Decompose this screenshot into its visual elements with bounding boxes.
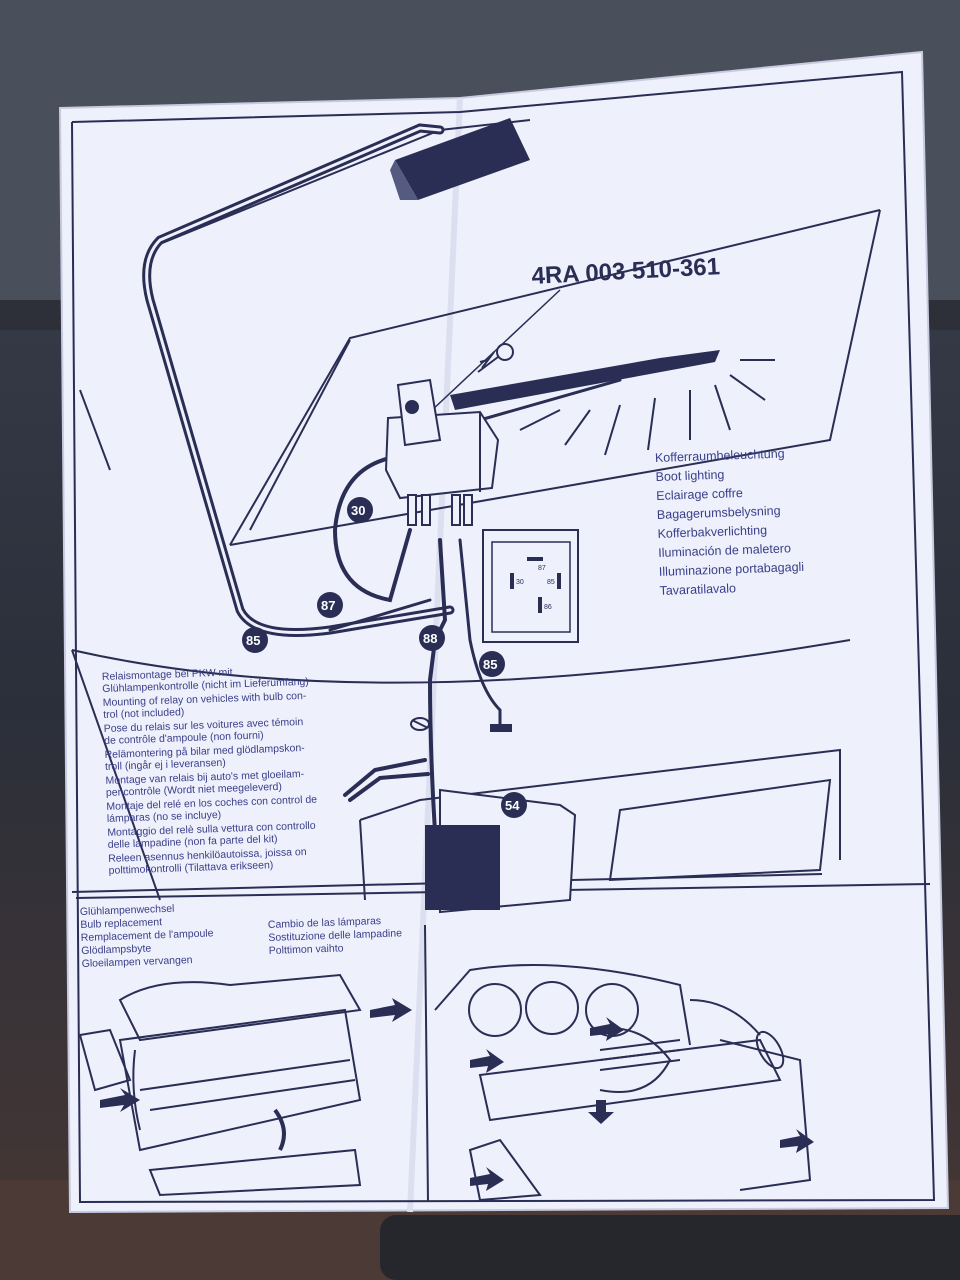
connection-block: 54 (425, 788, 577, 914)
relay-pin-85: 85 (547, 579, 555, 586)
terminal-87-label: 87 (321, 598, 335, 613)
background-handle (380, 1215, 960, 1280)
relay-note-line: polttimokontrolli (Tilattava erikseen) (108, 859, 273, 877)
boot-lighting-label-fi: Tavaratilavalo (659, 581, 736, 598)
boot-lighting-label-fr: Eclairage coffre (656, 486, 743, 503)
top-lamp-housing (390, 118, 530, 200)
relay-pin-86: 86 (544, 604, 552, 611)
terminal-30-marker: 30 (347, 497, 373, 523)
arrows-right (470, 1017, 814, 1191)
relay-pin-diagram: 30 87 85 86 (482, 529, 579, 643)
bulb-replacement-label-en: Bulb replacement (80, 916, 162, 931)
part-leader-line (429, 289, 561, 413)
bulb-replacement-label-es: Cambio de las lámparas (268, 915, 382, 931)
cable-harness (142, 123, 622, 902)
right-connector (490, 724, 512, 732)
bulb-replacement-label-de: Glühlampenwechsel (80, 903, 175, 918)
bulb-replacement-label-fr: Remplacement de l'ampoule (81, 927, 214, 944)
bulb-replacement-diagram-right (434, 964, 812, 1202)
bulb-replacement-diagram-left (78, 973, 362, 1197)
crimp-terminal-icon (410, 717, 430, 731)
relay-note-line: lámparas (no se incluye) (107, 809, 222, 825)
terminal-85-right-label: 85 (483, 657, 497, 672)
bulb-replacement-label-it: Sostituzione delle lampadine (268, 927, 402, 944)
terminal-30-label: 30 (351, 503, 365, 518)
boot-lighting-label-sv: Bagagerumsbelysning (657, 504, 781, 522)
bulb-replacement-label-nl: Gloeilampen vervangen (82, 954, 193, 970)
relay-note-line: trol (not included) (103, 706, 184, 721)
bulb-replacement-label-sv: Glödlampsbyte (81, 943, 152, 957)
arrows-left (100, 998, 412, 1112)
bulb-replacement-labels-2: Cambio de las lámparas Sostituzione dell… (268, 915, 403, 957)
boot-lighting-label-en: Boot lighting (655, 468, 724, 484)
terminal-87-marker: 87 (317, 592, 343, 618)
boot-lighting-labels: Kofferraumbeleuchtung Boot lighting Ecla… (655, 446, 805, 598)
relay-mounting-notes: Relaismontage bei PKW mit Glühlampenkont… (102, 666, 318, 877)
terminal-85-left-label: 85 (246, 633, 260, 648)
relay-pin-87: 87 (538, 565, 546, 572)
boot-lighting-label-de: Kofferraumbeleuchtung (655, 446, 785, 465)
relay-note-line: Relaismontage bei PKW mit (102, 666, 233, 683)
pliers-icon (343, 758, 430, 802)
boot-lighting-label-nl: Kofferbakverlichting (657, 523, 767, 541)
terminal-88-label: 88 (423, 631, 437, 646)
light-rays (519, 359, 775, 456)
bulb-replacement-label-fi: Polttimon vaihto (269, 942, 344, 957)
bulb-replacement-labels: Glühlampenwechsel Bulb replacement Rempl… (80, 903, 214, 970)
relay-note-line: de contrôle d'ampoule (non fourni) (104, 729, 264, 747)
relay-pin-30: 30 (516, 579, 524, 586)
boot-lighting-label-es: Iluminación de maletero (658, 541, 791, 560)
terminal-54-label: 54 (505, 798, 520, 813)
boot-lighting-label-it: Illuminazione portabagagli (659, 560, 805, 579)
terminal-88-marker: 88 (419, 625, 445, 651)
boot-lamp (450, 350, 720, 410)
relay-note-line: delle lampadine (non fa parte del kit) (108, 833, 278, 851)
relay-note-line: troll (ingår ej i leveransen) (105, 757, 226, 773)
terminal-85-right-marker: 85 (479, 651, 505, 677)
terminal-85-left-marker: 85 (242, 627, 268, 653)
relay (384, 378, 500, 526)
